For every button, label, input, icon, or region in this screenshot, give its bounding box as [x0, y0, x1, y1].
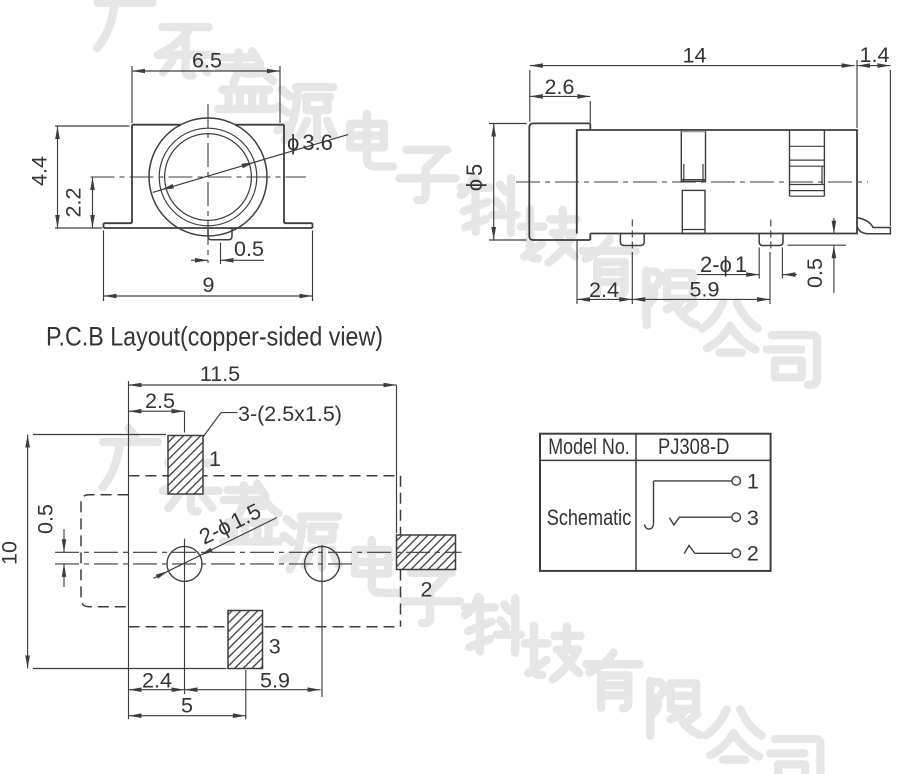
- svg-text:2: 2: [421, 578, 433, 602]
- svg-text:9: 9: [203, 273, 215, 297]
- svg-text:1: 1: [209, 447, 221, 471]
- svg-text:1: 1: [747, 470, 759, 494]
- svg-text:11.5: 11.5: [200, 362, 240, 386]
- svg-text:14: 14: [683, 44, 707, 68]
- svg-text:Model No.: Model No.: [548, 434, 630, 459]
- svg-text:3-(2.5x1.5): 3-(2.5x1.5): [238, 402, 342, 426]
- svg-text:2-ϕ1: 2-ϕ1: [700, 252, 747, 277]
- svg-text:5.9: 5.9: [260, 669, 290, 693]
- svg-text:Schematic: Schematic: [547, 505, 632, 530]
- svg-text:2.2: 2.2: [62, 188, 86, 218]
- svg-text:5: 5: [181, 694, 193, 718]
- svg-text:P.C.B Layout(copper-sided view: P.C.B Layout(copper-sided view): [46, 322, 383, 352]
- svg-text:ϕ3.6: ϕ3.6: [287, 130, 333, 155]
- svg-text:1.4: 1.4: [860, 43, 890, 67]
- svg-text:2.4: 2.4: [589, 278, 619, 302]
- svg-text:2.5: 2.5: [145, 389, 175, 413]
- svg-text:2.6: 2.6: [545, 75, 575, 99]
- svg-text:2.4: 2.4: [142, 669, 172, 693]
- svg-text:3: 3: [269, 635, 281, 659]
- svg-text:0.5: 0.5: [803, 258, 827, 288]
- svg-text:3: 3: [747, 506, 759, 530]
- svg-text:0.5: 0.5: [34, 504, 58, 534]
- svg-text:5.9: 5.9: [690, 278, 720, 302]
- svg-text:PJ308-D: PJ308-D: [658, 434, 730, 459]
- svg-text:0.5: 0.5: [234, 237, 264, 261]
- svg-text:2: 2: [747, 542, 759, 566]
- svg-text:6.5: 6.5: [192, 49, 222, 73]
- svg-text:10: 10: [0, 541, 22, 565]
- svg-text:4.4: 4.4: [28, 156, 52, 186]
